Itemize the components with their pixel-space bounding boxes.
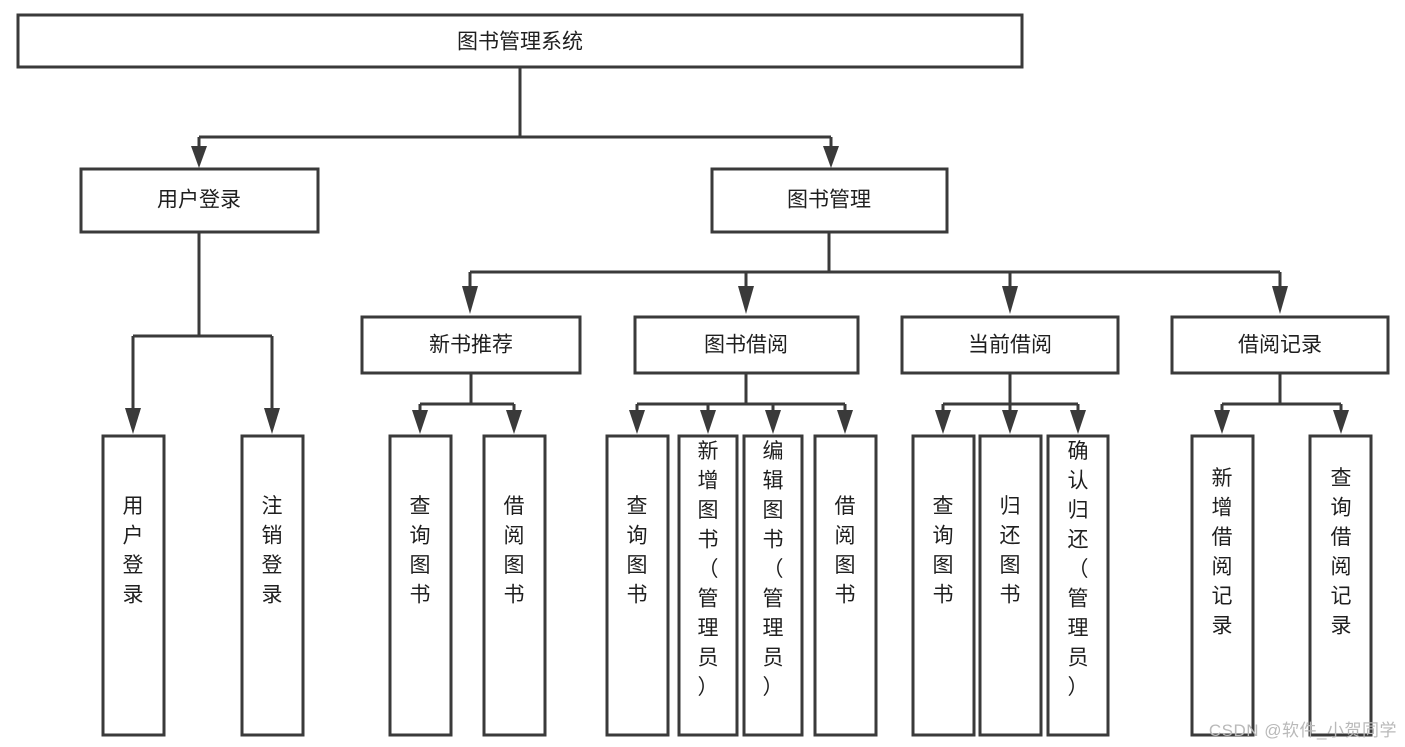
leaf-node-return-book-box [978,434,1043,737]
leaf-node-add-book-label: 新增图书（管理员） [698,440,719,699]
leaf-node-edit-book-label: 编辑图书（管理员） [763,440,784,699]
leaf-node-borrow-book-2-box [813,434,878,737]
arrow-to-leaf-query-record [1333,410,1349,434]
arrow-to-leaf-add-record [1214,410,1230,434]
arrow-to-current-borrow [1002,286,1018,314]
leaf-node-edit-book[interactable]: 编辑图书（管理员） [742,434,804,737]
leaf-node-logout-login[interactable]: 注销登录 [240,434,305,737]
arrow-to-leaf-borrow-book-1 [506,410,522,434]
arrow-to-leaf-return-book [1002,410,1018,434]
leaf-node-query-book-1-label: 查询图书 [410,495,431,607]
arrow-to-leaf-query-book-1 [412,410,428,434]
arrow-to-leaf-edit-book [765,410,781,434]
node-book-management[interactable]: 图书管理 [710,167,949,234]
arrow-to-book-borrow [738,286,754,314]
leaf-node-add-record-label: 新增借阅记录 [1212,467,1233,638]
leaf-node-query-book-2[interactable]: 查询图书 [605,434,670,737]
node-borrow-record[interactable]: 借阅记录 [1170,315,1390,375]
leaf-node-edit-book-box [742,434,804,737]
leaf-node-return-book[interactable]: 归还图书 [978,434,1043,737]
leaf-node-query-book-1[interactable]: 查询图书 [388,434,453,737]
leaf-node-borrow-book-2[interactable]: 借阅图书 [813,434,878,737]
node-title-root-label: 图书管理系统 [457,31,583,54]
arrow-to-user-login [191,146,207,168]
leaf-node-query-record-label: 查询借阅记录 [1331,467,1352,638]
node-current-borrow-label: 当前借阅 [968,334,1052,357]
connector-book-borrow-to-leaves [629,373,853,434]
node-book-borrow-label: 图书借阅 [704,334,788,357]
arrow-to-new-book-recommend [462,286,478,314]
arrow-to-leaf-add-book [700,410,716,434]
leaf-node-confirm-return-box [1046,434,1110,737]
leaf-node-add-record-box [1190,434,1255,737]
arrow-to-leaf-query-book-2 [629,410,645,434]
connector-current-borrow-to-leaves [935,373,1086,434]
connector-root-to-level2 [191,67,839,168]
node-user-login[interactable]: 用户登录 [79,167,320,234]
leaf-node-confirm-return[interactable]: 确认归还（管理员） [1046,434,1110,737]
connector-borrow-record-to-leaves [1214,373,1349,434]
arrow-to-leaf-borrow-book-2 [837,410,853,434]
node-current-borrow[interactable]: 当前借阅 [900,315,1120,375]
leaf-node-add-book-box [677,434,739,737]
node-user-login-box [79,167,320,234]
leaf-node-query-book-3[interactable]: 查询图书 [911,434,976,737]
leaf-node-add-book[interactable]: 新增图书（管理员） [677,434,739,737]
leaf-node-confirm-return-label: 确认归还（管理员） [1068,440,1089,699]
leaf-node-user-login-box [101,434,166,737]
leaf-node-query-record[interactable]: 查询借阅记录 [1308,434,1373,737]
arrow-to-borrow-record [1272,286,1288,314]
connector-new-book-recommend-to-leaves [412,373,522,434]
leaf-node-query-book-2-label: 查询图书 [627,495,648,607]
leaf-node-add-record[interactable]: 新增借阅记录 [1190,434,1255,737]
leaf-node-return-book-label: 归还图书 [1000,495,1021,607]
node-new-book-recommend-box [360,315,582,375]
node-title-root-box [16,13,1024,69]
arrow-to-leaf-query-book-3 [935,410,951,434]
arrow-to-book-management [823,146,839,168]
leaf-node-query-book-3-box [911,434,976,737]
node-book-management-label: 图书管理 [787,189,871,212]
leaf-node-borrow-book-1-label: 借阅图书 [504,495,525,607]
node-book-borrow[interactable]: 图书借阅 [633,315,860,375]
node-current-borrow-box [900,315,1120,375]
arrow-to-leaf-user-login [125,408,141,434]
arrow-to-leaf-confirm-return [1070,410,1086,434]
leaf-node-query-book-3-label: 查询图书 [933,495,954,607]
leaf-node-query-record-box [1308,434,1373,737]
node-new-book-recommend[interactable]: 新书推荐 [360,315,582,375]
leaf-node-borrow-book-1-box [482,434,547,737]
node-borrow-record-label: 借阅记录 [1238,334,1322,357]
node-user-login-label: 用户登录 [157,189,241,212]
leaf-node-query-book-1-box [388,434,453,737]
connector-book-management-to-level3 [462,232,1288,314]
leaf-node-borrow-book-2-label: 借阅图书 [835,495,856,607]
node-title-root[interactable]: 图书管理系统 [16,13,1024,69]
leaf-node-user-login-label: 用户登录 [123,495,144,607]
leaf-node-logout-login-box [240,434,305,737]
leaf-node-logout-login-label: 注销登录 [262,495,283,607]
node-new-book-recommend-label: 新书推荐 [429,334,513,357]
arrow-to-leaf-logout-login [264,408,280,434]
leaf-node-borrow-book-1[interactable]: 借阅图书 [482,434,547,737]
connector-user-login-to-leaves [125,232,280,434]
leaf-node-user-login[interactable]: 用户登录 [101,434,166,737]
leaf-node-query-book-2-box [605,434,670,737]
